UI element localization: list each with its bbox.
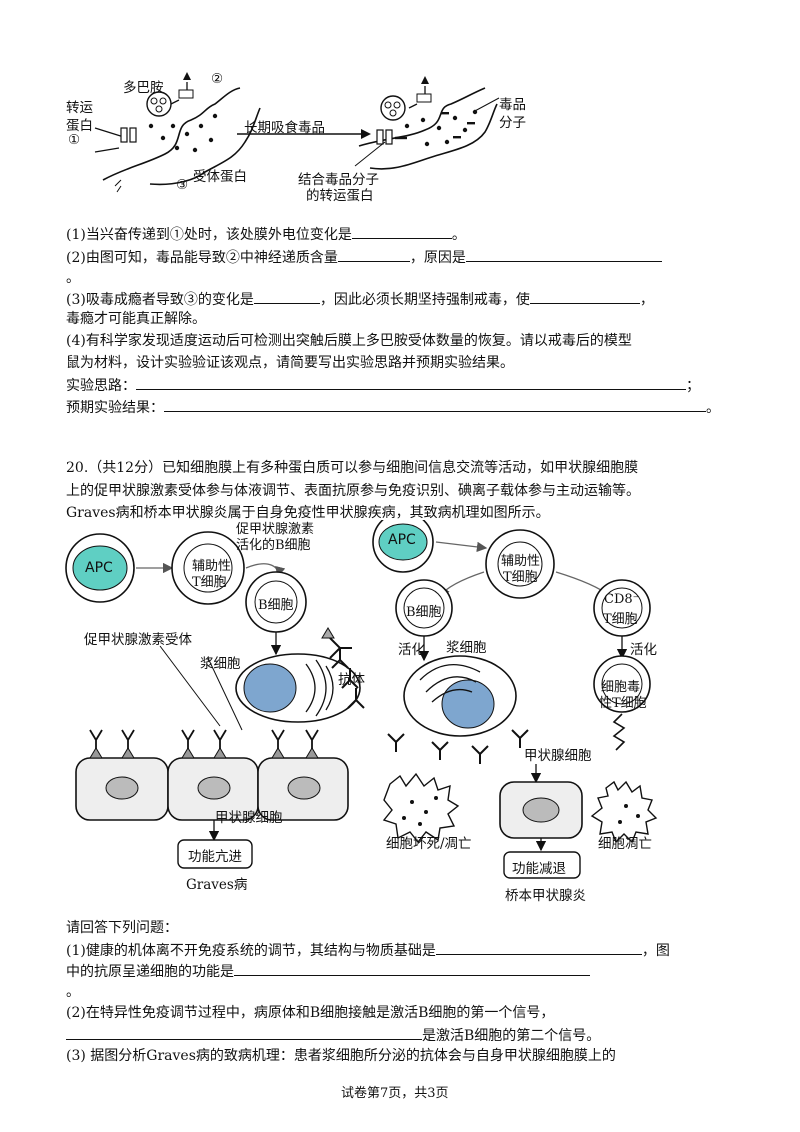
drug-molecules [404, 109, 478, 147]
helper-t-label-left-l1: 辅助性 [192, 559, 232, 574]
b-cell-label-left: B细胞 [258, 598, 294, 613]
mark-2: ② [211, 71, 224, 87]
activate-label-left: 活化 [398, 642, 425, 658]
bound-transporter-label-l1: 结合毒品分子 [298, 172, 379, 188]
q19-part3-line2: 毒瘾才可能真正解除。 [66, 311, 206, 327]
helper-t-label-left-l2: T细胞 [192, 575, 227, 590]
answer-blank[interactable] [435, 939, 642, 955]
apoptosis-label: 细胞凋亡 [598, 836, 652, 852]
receptor-protein-label: 受体蛋白 [193, 169, 247, 185]
expected-result-line: 预期实验结果：。 [66, 396, 720, 418]
ctl-label-l1: 细胞毒 [601, 680, 641, 695]
transporter-label-l2: 蛋白 [66, 118, 93, 134]
answer-blank[interactable] [136, 374, 686, 390]
presynaptic-membrane-left [102, 87, 241, 181]
q19-part2: (2)由图可知，毒品能导致②中神经递质含量，原因是 [66, 246, 662, 268]
q20-part1: (1)健康的机体离不开免疫系统的调节，其结构与物质基础是，图 [66, 939, 670, 961]
activated-b-label-l1: 促甲状腺激素 [236, 522, 315, 537]
q20-part2-line2: 是激活B细胞的第二个信号。 [66, 1024, 600, 1046]
cd8-label-l1: CD8⁻ [604, 592, 640, 607]
thyroid-cell-label-right: 甲状腺细胞 [524, 748, 592, 764]
thyroid-cell-label-left: 甲状腺细胞 [215, 810, 283, 826]
dopamine-molecules-left [148, 113, 218, 153]
answer-blank[interactable] [234, 960, 590, 976]
q19-part4-line2: 鼠为材料，设计实验验证该观点，请简要写出实验思路并预期实验结果。 [66, 355, 514, 371]
answer-blank[interactable] [337, 246, 410, 262]
antibody-label: 抗体 [338, 672, 365, 688]
plasma-cell-label-right: 浆细胞 [446, 640, 487, 656]
mark-1: ① [68, 132, 81, 148]
q20-part2-line1: (2)在特异性免疫调节过程中，病原体和B细胞接触是激活B细胞的第一个信号， [66, 1005, 555, 1021]
transporter-protein-left [120, 127, 128, 143]
hyperfunction-text: 功能亢进 [188, 849, 242, 865]
bound-transporter-right [376, 129, 384, 145]
drug-molecule-label-l2: 分子 [499, 115, 526, 131]
answer-blank[interactable] [253, 288, 320, 304]
bound-transporter-label-l2: 的转运蛋白 [306, 188, 374, 204]
mark-3: ③ [176, 177, 189, 193]
hyperfunction-box [177, 839, 253, 869]
thyroid-cells-left [75, 757, 349, 821]
synapse-figure [94, 72, 500, 193]
helper-t-label-right-l1: 辅助性 [501, 554, 541, 569]
postsynaptic-membrane-left [149, 107, 261, 186]
helper-t-label-right-l2: T细胞 [503, 570, 538, 585]
answer-blank[interactable] [66, 1024, 422, 1040]
necrotic-thyroid-cell [382, 772, 460, 844]
q19-part2-end: 。 [66, 270, 80, 286]
q19-part3: (3)吸毒成瘾者导致③的变化是，因此必须长期坚持强制戒毒，使， [66, 288, 654, 310]
answer-blank[interactable] [465, 246, 662, 262]
apoptotic-thyroid-cell [590, 780, 658, 844]
apc-label-right: APC [388, 532, 416, 548]
activate-label-right: 活化 [630, 642, 657, 658]
antibodies-left [329, 637, 365, 709]
antibodies-right [387, 729, 529, 764]
drug-molecule-label-l1: 毒品 [499, 97, 526, 113]
answer-blank[interactable] [529, 288, 640, 304]
plasma-cell-label-left: 浆细胞 [200, 656, 241, 672]
immune-figure [65, 520, 658, 879]
transporter-label-l1: 转运 [66, 100, 93, 116]
graves-label: Graves病 [186, 877, 248, 893]
b-cell-label-right: B细胞 [406, 605, 442, 620]
q20-intro-line1: 20.（共12分）已知细胞膜上有多种蛋白质可以参与细胞间信息交流等活动，如甲状腺… [66, 460, 639, 476]
answer-blank[interactable] [164, 396, 706, 412]
necrosis-label: 细胞坏死/凋亡 [386, 836, 472, 852]
page-footer: 试卷第7页，共3页 [341, 1086, 449, 1101]
q20-intro-line2: 上的促甲状腺激素受体参与体液调节、表面抗原参与免疫识别、碘离子载体参与主动运输等… [66, 483, 640, 499]
receptor-antibody-complexes [89, 729, 319, 752]
dopamine-label: 多巴胺 [123, 80, 164, 96]
arrow-label: 长期吸食毒品 [244, 120, 325, 136]
q20-part3: (3) 据图分析Graves病的致病机理：患者浆细胞所分泌的抗体会与自身甲状腺细… [66, 1048, 616, 1064]
experiment-idea-line: 实验思路：； [66, 374, 700, 396]
hypofunction-text: 功能减退 [512, 861, 566, 877]
q20-intro-line3: Graves病和桥本甲状腺炎属于自身免疫性甲状腺疾病，其致病机理如图所示。 [66, 505, 550, 521]
q20-part1-line2: 中的抗原呈递细胞的功能是 [66, 960, 590, 982]
activated-b-label-l2: 活化的B细胞 [236, 538, 311, 553]
answer-blank[interactable] [351, 223, 452, 239]
q19-part4-line1: (4)有科学家发现适度运动后可检测出突触后膜上多巴胺受体数量的恢复。请以戒毒后的… [66, 333, 632, 349]
hashimoto-label: 桥本甲状腺炎 [505, 888, 586, 904]
tsh-receptor-label: 促甲状腺激素受体 [84, 632, 192, 648]
q20-part1-end: 。 [66, 984, 80, 1000]
q19-part1: (1)当兴奋传递到①处时，该处膜外电位变化是。 [66, 223, 466, 245]
q20-instructions: 请回答下列问题： [66, 920, 178, 936]
apc-label-left: APC [85, 560, 113, 576]
hypofunction-box [503, 851, 581, 879]
cd8-label-l2: T细胞 [603, 612, 638, 627]
ctl-label-l2: 性T细胞 [599, 696, 647, 711]
